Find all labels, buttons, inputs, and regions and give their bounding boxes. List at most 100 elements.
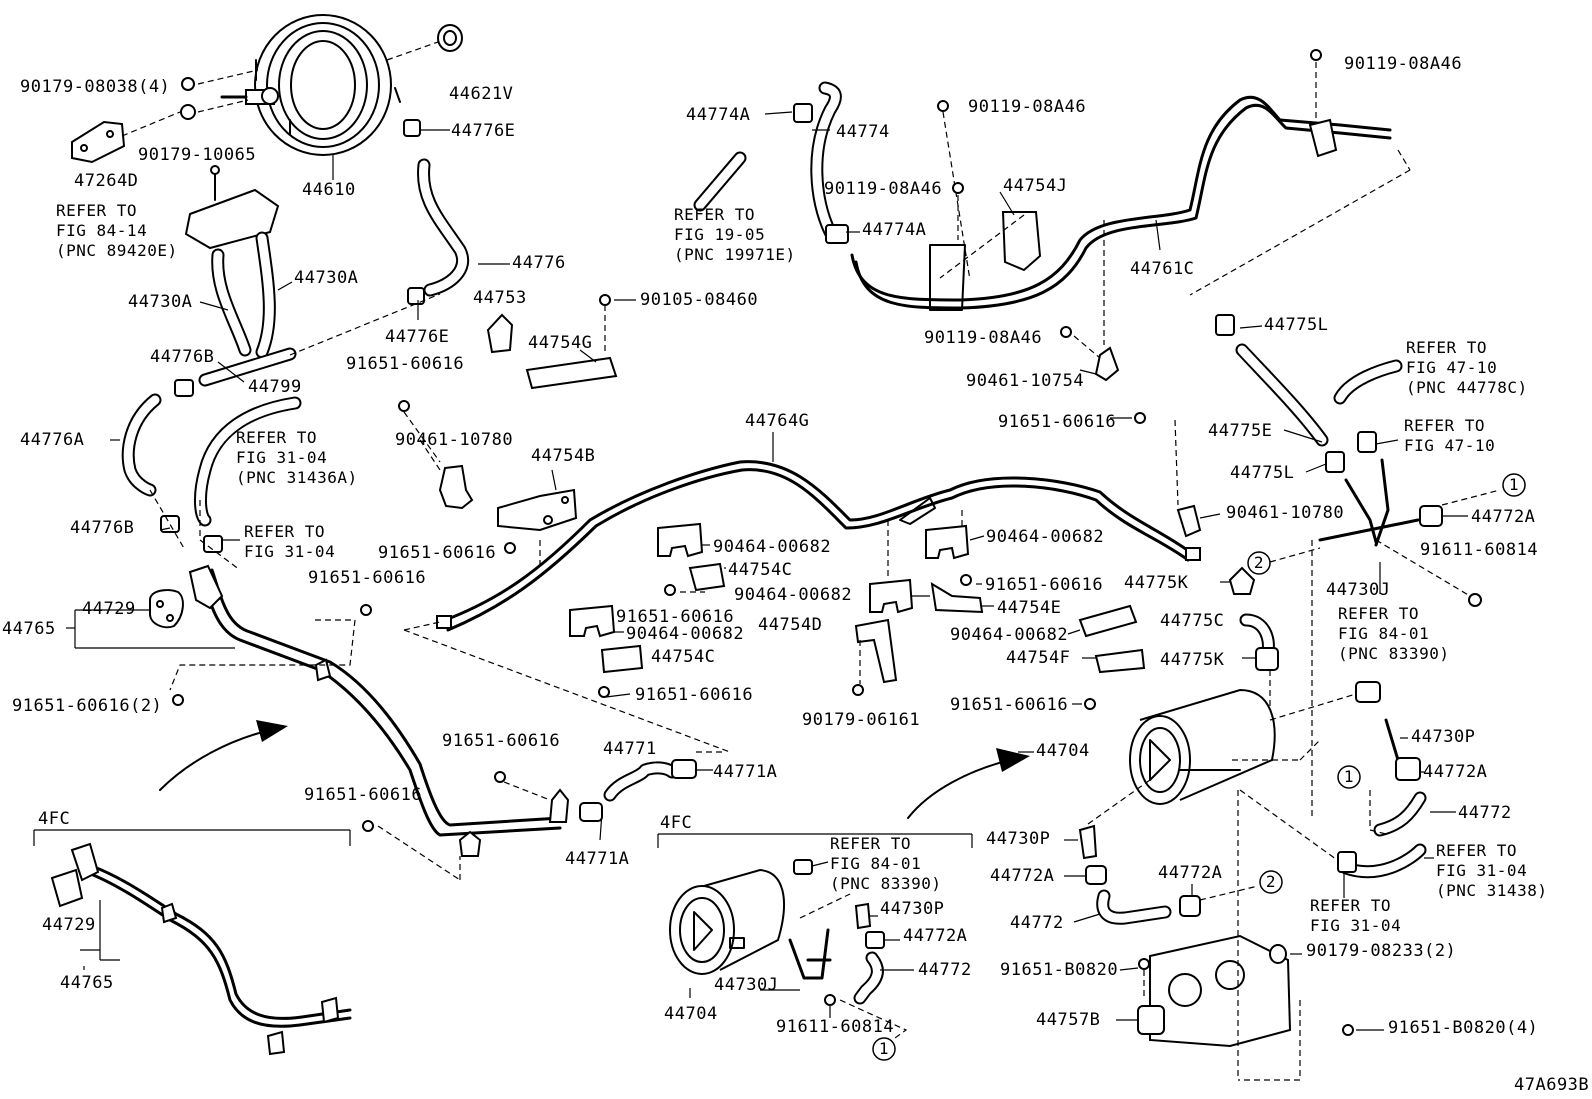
refer-to-line: FIG 31-04 bbox=[236, 448, 327, 467]
callout-circle: 1 bbox=[1337, 765, 1361, 789]
part-number-label: 44730P bbox=[986, 829, 1050, 849]
part-number-label: 44730J bbox=[1326, 580, 1390, 600]
part-number-label: 44775C bbox=[1160, 611, 1224, 631]
part-number-label: 44730P bbox=[1411, 727, 1475, 747]
part-number-label: 44775K bbox=[1124, 573, 1189, 593]
part-number-label: 91611-60814 bbox=[1420, 540, 1538, 560]
part-number-label: 91651-60616 bbox=[635, 685, 753, 705]
part-number-label: 91651-60616 bbox=[998, 412, 1116, 432]
refer-to-line: (PNC 31436A) bbox=[236, 468, 358, 487]
part-number-label: 90464-00682 bbox=[734, 585, 852, 605]
part-number-label: 44754B bbox=[531, 446, 595, 466]
callout-number: 2 bbox=[1254, 553, 1264, 572]
part-number-label: 44704 bbox=[1036, 741, 1090, 761]
refer-to-line: (PNC 44778C) bbox=[1406, 378, 1528, 397]
callout-number: 2 bbox=[1266, 872, 1276, 891]
part-number-label: 44754C bbox=[651, 647, 715, 667]
part-number-label: 44754G bbox=[528, 333, 592, 353]
part-number-label: 90105-08460 bbox=[640, 290, 758, 310]
part-number-label: 44765 bbox=[60, 973, 114, 993]
part-number-label: 91651-60616 bbox=[985, 575, 1103, 595]
part-number-label: 44772A bbox=[1423, 762, 1487, 782]
refer-to-line: (PNC 83390) bbox=[1338, 644, 1449, 663]
part-number-label: 90119-08A46 bbox=[924, 328, 1042, 348]
refer-to-line: (PNC 19971E) bbox=[674, 245, 796, 264]
refer-to-line: FIG 84-14 bbox=[56, 221, 147, 240]
part-number-label: 91651-B0820 bbox=[1000, 960, 1118, 980]
callout-number: 1 bbox=[1509, 475, 1519, 494]
refer-to-line: (PNC 31438) bbox=[1436, 881, 1547, 900]
part-number-label: 44776A bbox=[20, 430, 84, 450]
part-number-label: 44775K bbox=[1160, 650, 1225, 670]
part-number-label: 44729 bbox=[42, 915, 96, 935]
callout-ring bbox=[1337, 765, 1361, 789]
bracket-44754G bbox=[525, 356, 618, 390]
part-number-label: 4FC bbox=[38, 809, 70, 829]
part-number-label: 44772A bbox=[903, 926, 967, 946]
part-number-label: 44729 bbox=[82, 599, 136, 619]
part-number-label: 44772 bbox=[1010, 913, 1064, 933]
part-number-label: 47A693B bbox=[1514, 1075, 1589, 1095]
part-number-label: 90179-10065 bbox=[138, 145, 256, 165]
refer-to-line: REFER TO bbox=[1310, 896, 1391, 915]
part-number-label: 90179-08038(4) bbox=[20, 77, 170, 97]
refer-to-line: (PNC 83390) bbox=[830, 874, 941, 893]
part-number-label: 90119-08A46 bbox=[968, 97, 1086, 117]
refer-to-line: FIG 31-04 bbox=[244, 542, 335, 561]
part-number-label: 90179-08233(2) bbox=[1306, 941, 1456, 961]
refer-to-line: FIG 84-01 bbox=[830, 854, 921, 873]
part-number-label: 44754E bbox=[997, 598, 1061, 618]
refer-to-line: FIG 19-05 bbox=[674, 225, 765, 244]
refer-to-line: FIG 47-10 bbox=[1404, 436, 1495, 455]
bracket-44754J bbox=[1001, 211, 1042, 272]
part-number-label: 44772 bbox=[1458, 803, 1512, 823]
part-number-label: 91651-B0820(4) bbox=[1388, 1018, 1538, 1038]
part-number-label: 44771 bbox=[603, 739, 657, 759]
canister-44704-4FC bbox=[669, 868, 785, 975]
part-number-label: 44754F bbox=[1006, 648, 1070, 668]
bracket-44757B bbox=[1149, 934, 1292, 1048]
refer-to-line: REFER TO bbox=[1338, 604, 1419, 623]
part-number-label: 44610 bbox=[302, 180, 356, 200]
callout-ring bbox=[1259, 870, 1283, 894]
callout-ring bbox=[1247, 551, 1271, 575]
refer-to-line: REFER TO bbox=[1406, 338, 1487, 357]
part-number-label: 44799 bbox=[248, 377, 302, 397]
part-number-label: 44771A bbox=[565, 849, 629, 869]
part-number-label: 44764G bbox=[745, 411, 809, 431]
part-number-label: 90464-00682 bbox=[986, 527, 1104, 547]
part-number-label: 44776B bbox=[70, 518, 134, 538]
part-number-label: 90464-00682 bbox=[950, 625, 1068, 645]
part-number-label: 44775E bbox=[1208, 421, 1272, 441]
nut-icon bbox=[181, 77, 195, 91]
part-number-label: 90461-10754 bbox=[966, 371, 1084, 391]
part-number-label: 91651-60616 bbox=[304, 785, 422, 805]
part-number-label: 44772A bbox=[990, 866, 1054, 886]
part-number-label: 44753 bbox=[473, 288, 527, 308]
refer-to-line: FIG 47-10 bbox=[1406, 358, 1497, 377]
refer-to-line: REFER TO bbox=[1404, 416, 1485, 435]
refer-to-line: REFER TO bbox=[244, 522, 325, 541]
refer-to-line: (PNC 89420E) bbox=[56, 241, 178, 260]
pedal-bracket bbox=[184, 188, 280, 250]
refer-to-line: REFER TO bbox=[830, 834, 911, 853]
part-number-label: 44621V bbox=[449, 84, 513, 104]
brake-booster-44610 bbox=[220, 14, 392, 156]
part-number-label: 90461-10780 bbox=[395, 430, 513, 450]
part-number-label: 4FC bbox=[660, 813, 692, 833]
part-number-label: 91651-60616(2) bbox=[12, 696, 162, 716]
part-number-label: 91651-60616 bbox=[442, 731, 560, 751]
refer-to-line: REFER TO bbox=[236, 428, 317, 447]
refer-to-line: FIG 31-04 bbox=[1310, 916, 1401, 935]
part-number-label: 44730P bbox=[880, 899, 944, 919]
callout-circle: 1 bbox=[872, 1037, 896, 1061]
part-number-label: 44775L bbox=[1230, 463, 1294, 483]
part-number-label: 44772A bbox=[1158, 863, 1222, 883]
